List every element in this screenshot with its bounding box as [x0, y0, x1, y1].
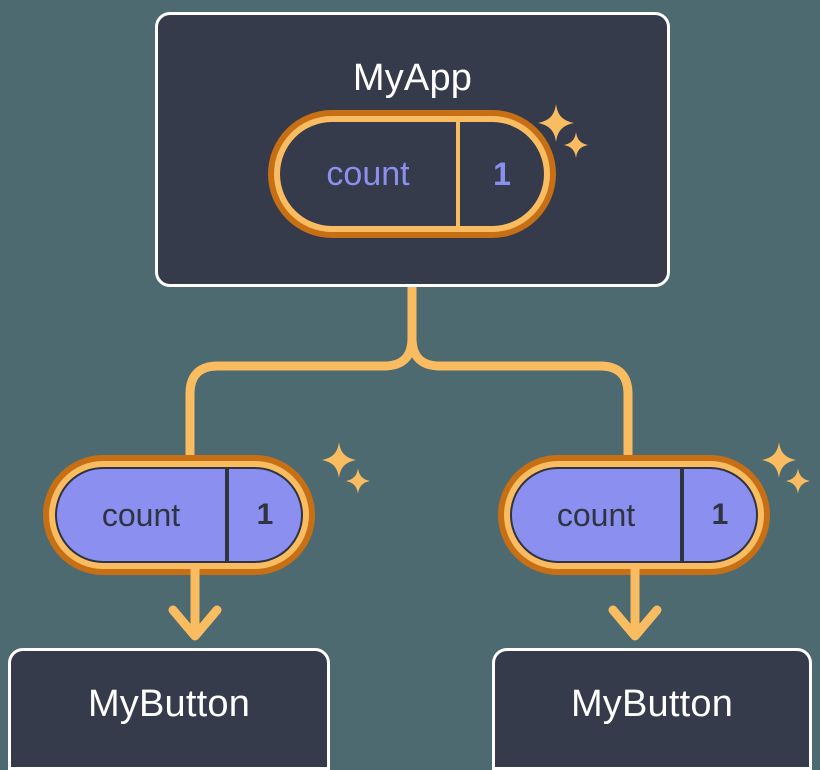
state-pill-body: count 1: [510, 467, 758, 563]
state-pill-value: 1: [456, 122, 544, 226]
state-pill-key: count: [556, 496, 636, 533]
state-pill-right[interactable]: count 1: [498, 455, 770, 575]
state-pill-value: 1: [225, 469, 301, 561]
state-pill-key: count: [101, 496, 181, 533]
state-pill-myapp[interactable]: count 1: [268, 110, 556, 238]
page-title: MyApp: [352, 57, 473, 99]
branch-connector-icon: [185, 280, 633, 460]
state-pill-left[interactable]: count 1: [43, 455, 315, 575]
state-pill-ring: count 1: [274, 116, 550, 232]
node-label: MyButton: [87, 683, 251, 725]
state-pill-ring: count 1: [49, 461, 309, 569]
node-label: MyButton: [570, 683, 734, 725]
state-pill-key: count: [326, 154, 410, 193]
node-card-mybutton-right[interactable]: MyButton: [492, 648, 812, 770]
arrow-down-icon: [608, 568, 662, 641]
state-pill-body: count 1: [55, 467, 303, 563]
state-pill-body: count 1: [280, 122, 544, 226]
node-card-mybutton-left[interactable]: MyButton: [8, 648, 330, 770]
state-pill-value: 1: [680, 469, 756, 561]
arrow-down-icon: [168, 568, 222, 641]
state-pill-ring: count 1: [504, 461, 764, 569]
